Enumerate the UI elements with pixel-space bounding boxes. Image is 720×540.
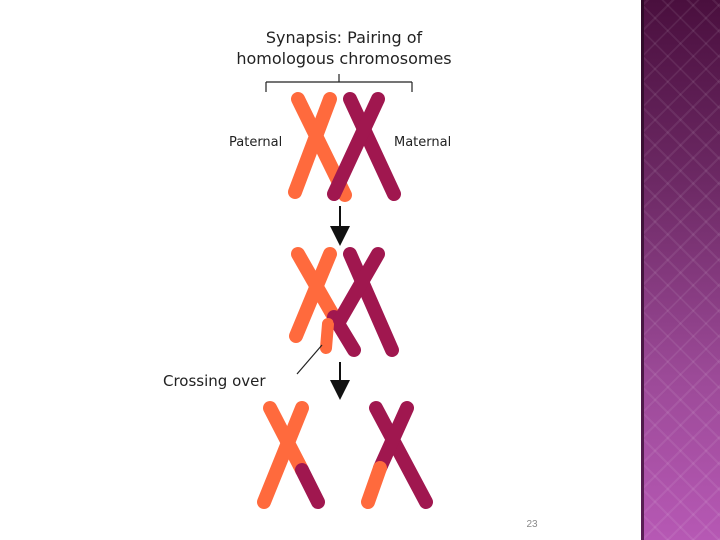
paternal-label: Paternal — [229, 135, 282, 150]
synapsis-diagram: Synapsis: Pairing of homologous chromoso… — [163, 28, 452, 509]
stage-recombinant — [257, 401, 433, 509]
maternal-chromosome-2 — [333, 247, 399, 357]
recombinant-paternal-chromosome — [257, 401, 325, 509]
stage-synapsis — [288, 92, 401, 202]
stage-crossing-over — [289, 247, 399, 357]
diagram-title-line-2: homologous chromosomes — [236, 49, 451, 68]
homolog-bracket — [265, 74, 413, 92]
page-number: 23 — [526, 519, 538, 530]
slide-sidebar-decoration — [641, 0, 720, 540]
recombinant-maternal-chromosome — [361, 401, 433, 509]
maternal-chromosome-1 — [327, 92, 401, 201]
crossing-over-label: Crossing over — [163, 372, 266, 390]
diagram-title-line-1: Synapsis: Pairing of — [266, 28, 423, 47]
crossing-over-pointer — [296, 344, 323, 375]
maternal-label: Maternal — [394, 135, 451, 150]
sidebar-edge — [641, 0, 644, 540]
